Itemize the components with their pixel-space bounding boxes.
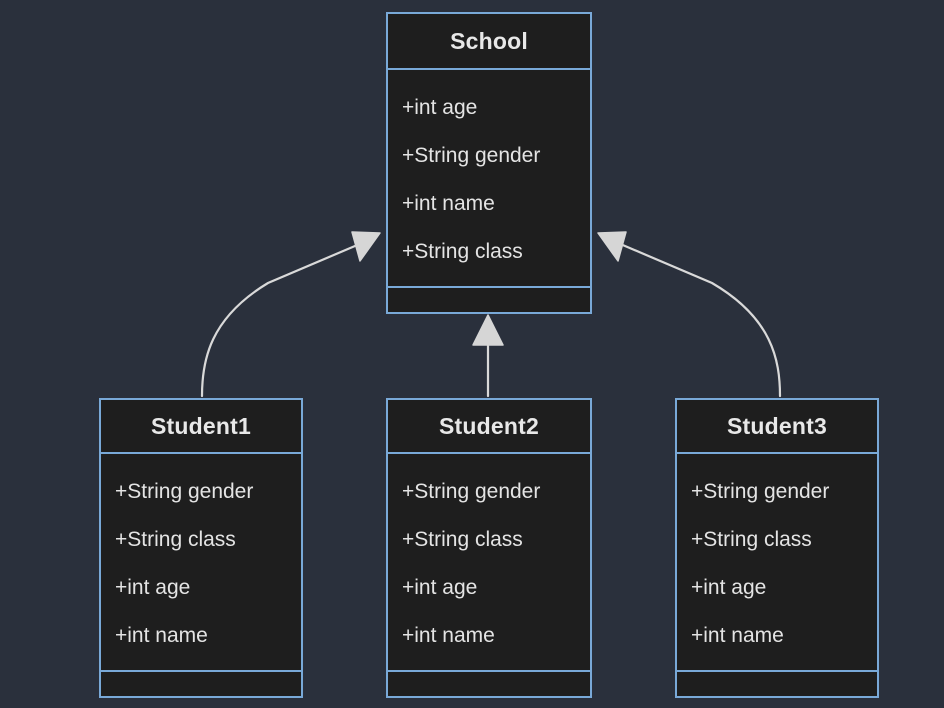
- class-name-school: School: [388, 14, 590, 70]
- attributes-compartment-student3: +String gender +String class +int age +i…: [677, 454, 877, 672]
- attribute-row: +int name: [115, 624, 208, 647]
- attributes-compartment-school: +int age +String gender +int name +Strin…: [388, 70, 590, 288]
- attribute-row: +String class: [115, 528, 236, 551]
- uml-class-student3[interactable]: Student3 +String gender +String class +i…: [675, 398, 879, 698]
- uml-class-school[interactable]: School +int age +String gender +int name…: [386, 12, 592, 314]
- connector-student3-to-school: [597, 231, 782, 398]
- attribute-row: +String class: [691, 528, 812, 551]
- attribute-row: +int age: [402, 576, 478, 599]
- attribute-row: +String gender: [402, 480, 541, 503]
- attribute-row: +int name: [402, 192, 495, 215]
- methods-compartment-student3: [677, 672, 877, 696]
- generalization-arrowhead-middle: [472, 314, 504, 346]
- generalization-arrowhead-right: [597, 231, 627, 262]
- uml-class-student2[interactable]: Student2 +String gender +String class +i…: [386, 398, 592, 698]
- methods-compartment-school: [388, 288, 590, 312]
- attribute-row: +int age: [402, 96, 478, 119]
- connector-student1-to-school: [200, 231, 381, 398]
- attribute-row: +String class: [402, 240, 523, 263]
- attribute-row: +String gender: [115, 480, 254, 503]
- attributes-compartment-student2: +String gender +String class +int age +i…: [388, 454, 590, 672]
- attribute-row: +int age: [115, 576, 191, 599]
- attribute-row: +int age: [691, 576, 767, 599]
- methods-compartment-student1: [101, 672, 301, 696]
- class-name-student2: Student2: [388, 400, 590, 454]
- connector-student2-to-school: [472, 314, 504, 398]
- attribute-row: +String gender: [691, 480, 830, 503]
- class-name-student3: Student3: [677, 400, 877, 454]
- attributes-compartment-student1: +String gender +String class +int age +i…: [101, 454, 301, 672]
- attribute-row: +String gender: [402, 144, 541, 167]
- uml-class-student1[interactable]: Student1 +String gender +String class +i…: [99, 398, 303, 698]
- generalization-arrowhead-left: [351, 231, 381, 262]
- attribute-row: +int name: [402, 624, 495, 647]
- methods-compartment-student2: [388, 672, 590, 696]
- attribute-row: +String class: [402, 528, 523, 551]
- attribute-row: +int name: [691, 624, 784, 647]
- class-name-student1: Student1: [101, 400, 301, 454]
